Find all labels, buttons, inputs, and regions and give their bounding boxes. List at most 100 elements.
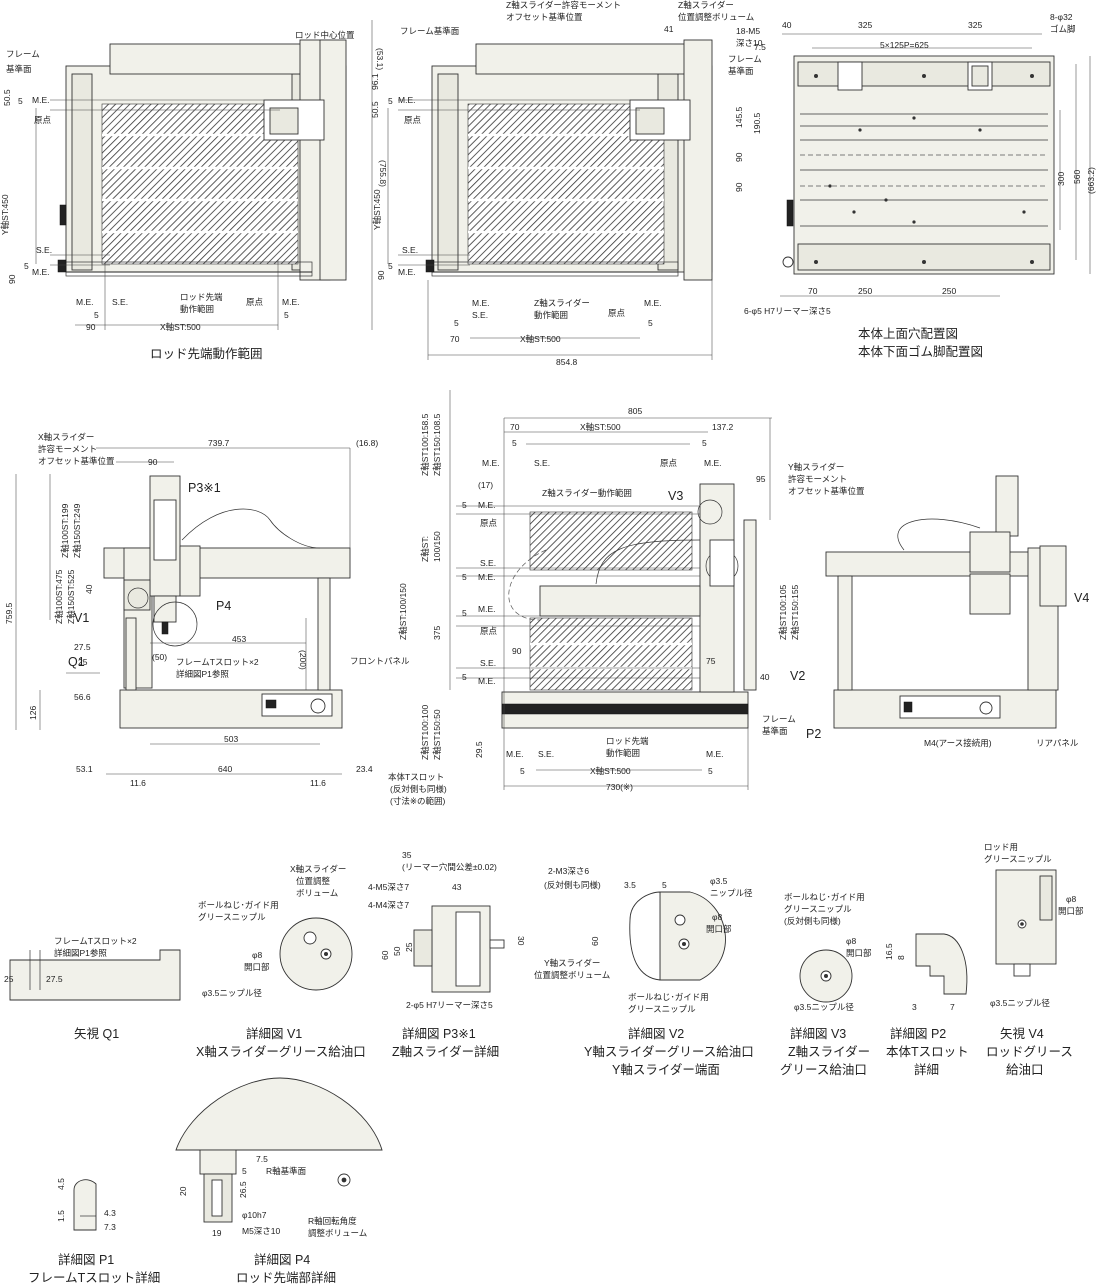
v3-nip-2: グリースニップル (784, 904, 852, 914)
v3-phi8-2: 開口部 (846, 948, 872, 958)
v3-phi35: φ3.5ニップル径 (794, 1002, 854, 1012)
dim-739-7: 739.7 (208, 438, 230, 448)
p1-dim-1-5: 1.5 (56, 1210, 66, 1222)
m5-label: 18-M5 (736, 26, 760, 36)
dim-375: 375 (432, 626, 442, 640)
dim-640: 640 (218, 764, 232, 774)
z100-top: Z軸ST100:158.5 (420, 413, 430, 476)
caption-p1-a: 詳細図 P1 (58, 1252, 114, 1267)
z-vol-label-2: 位置調整ボリューム (678, 12, 754, 22)
dim-90-front: 90 (512, 646, 522, 656)
v2-vol: Y軸スライダー (544, 958, 600, 968)
detail-p1: 4.5 1.5 4.3 7.3 詳細図 P1 フレームTスロット詳細 (28, 1178, 160, 1285)
v4-phi35: φ3.5ニップル径 (990, 998, 1050, 1008)
z-range-mid-2: 動作範囲 (534, 310, 568, 320)
dim-755-8: (755.8) (378, 160, 388, 187)
frame-front-2: 基準面 (762, 726, 788, 736)
dim-16-8: (16.8) (356, 438, 378, 448)
rod-tip-label: ロッド先端 (180, 292, 223, 302)
z150-b: Z軸ST150:50 (432, 709, 442, 760)
me2-label: M.E. (32, 267, 49, 277)
p3-dim-25: 25 (404, 942, 414, 952)
body-slot-label-3: (寸法※の範囲) (390, 796, 445, 806)
me-b-mid: M.E. (472, 298, 489, 308)
dim-90b-r: 90 (734, 182, 744, 192)
caption-p4-a: 詳細図 P4 (254, 1252, 310, 1267)
se3-front: S.E. (480, 658, 496, 668)
origin-mid: 原点 (404, 115, 422, 125)
dim-5b: 5 (24, 261, 29, 271)
p4-dim-20: 20 (178, 1186, 188, 1196)
v1-callout: V1 (74, 611, 89, 625)
p4-dim-7-5: 7.5 (256, 1154, 268, 1164)
p2-callout: P2 (806, 727, 821, 741)
pitch-label: 5×125P=625 (880, 40, 929, 50)
v2-m3-2: (反対側も同様) (544, 880, 601, 890)
me-c-mid: M.E. (644, 298, 661, 308)
dim-5f-front: 5 (462, 672, 467, 682)
caption-p3-b: Z軸スライダー詳細 (392, 1044, 499, 1059)
dim-5-mid: 5 (388, 96, 393, 106)
me3-front: M.E. (478, 500, 495, 510)
dim-5d: 5 (284, 310, 289, 320)
detail-v3: ボールねじ･ガイド用 グリースニップル (反対側も同様) φ8 開口部 φ3.5… (780, 892, 872, 1077)
frame-ref-mid: フレーム基準面 (400, 26, 460, 36)
me-c-label: M.E. (282, 297, 299, 307)
x-moment-label-2: 許容モーメント (38, 444, 97, 454)
p3-dim-35: 35 (402, 850, 412, 860)
z-vol-label: Z軸スライダー (678, 0, 734, 10)
v2-dim-60: 60 (590, 936, 600, 946)
dim-5h-front: 5 (708, 766, 713, 776)
detail-p2: 16.5 8 3 7 詳細図 P2 本体Tスロット 詳細 (884, 933, 969, 1077)
p3-dim-43: 43 (452, 882, 462, 892)
caption-p2-c: 詳細 (914, 1062, 939, 1077)
rod-tip-label-2: 動作範囲 (180, 304, 214, 314)
dim-5c-front: 5 (462, 500, 467, 510)
dim-5d-mid: 5 (648, 318, 653, 328)
dim-27-5: 27.5 (74, 642, 91, 652)
v2-dim-5: 5 (662, 880, 667, 890)
rod-front-2: 動作範囲 (606, 748, 640, 758)
zst-label-2: 100/150 (432, 531, 442, 562)
dim-300: 300 (1056, 172, 1066, 186)
se-front: S.E. (534, 458, 550, 468)
dim-70-mid: 70 (450, 334, 460, 344)
p2-dim-8: 8 (896, 955, 906, 960)
x-stroke-mid: X軸ST:500 (520, 334, 561, 344)
rod-center-label: ロッド中心位置 (295, 30, 355, 40)
caption-v2-b: Y軸スライダーグリース給油口 (584, 1044, 754, 1059)
caption-p2-a: 詳細図 P2 (890, 1026, 946, 1041)
p2-dim-7: 7 (950, 1002, 955, 1012)
detail-p3: 35 (リーマー穴間公差±0.02) 4-M5深さ7 4-M4深さ7 43 60… (368, 850, 526, 1059)
v2-phi8-2: 開口部 (706, 924, 732, 934)
p4-phi10: φ10h7 (242, 1210, 267, 1220)
v3-nip-3: (反対側も同様) (784, 916, 841, 926)
caption-v1-a: 詳細図 V1 (246, 1026, 302, 1041)
caption-q1: 矢視 Q1 (74, 1026, 119, 1041)
z100-label: Z軸100ST:199 (60, 503, 70, 558)
p1-dim-7-3: 7.3 (104, 1222, 116, 1232)
caption-v2-c: Y軸スライダー端面 (612, 1062, 720, 1077)
dim-40-side: 40 (84, 584, 94, 594)
dim-96-1: 96.1 (370, 73, 380, 90)
p2-dim-3: 3 (912, 1002, 917, 1012)
v3-phi8: φ8 (846, 936, 857, 946)
caption-v3-a: 詳細図 V3 (790, 1026, 846, 1041)
dim-325a: 325 (858, 20, 872, 30)
p4-vol-2: 調整ボリューム (308, 1228, 367, 1238)
caption-v4-a: 矢視 V4 (1000, 1026, 1044, 1041)
z-moment-label: Z軸スライダー許容モーメント (506, 0, 621, 10)
caption-rubber-feet: 本体下面ゴム脚配置図 (858, 344, 983, 359)
p1-dim-4-3: 4.3 (104, 1208, 116, 1218)
frame-ref-label-2: 基準面 (6, 64, 32, 74)
dim-560: 560 (1072, 170, 1082, 184)
p3-callout: P3※1 (188, 481, 221, 495)
body-slot-label-2: (反対側も同様) (390, 784, 447, 794)
z150-r: Z軸ST150:155 (790, 584, 800, 640)
rear-view-right: V4 P2 M4(アース接続用) リアパネル (806, 475, 1089, 748)
top-middle-view: フレーム基準面 Z軸スライダー許容モーメント オフセット基準位置 Z軸スライダー… (370, 0, 754, 367)
dim-90-side: 90 (148, 457, 158, 467)
dim-90-mid: 90 (376, 270, 386, 280)
v1-vol-2: 位置調整 (296, 876, 331, 886)
front-view-center: Z軸ST100:158.5 Z軸ST150:108.5 805 70 X軸ST:… (388, 390, 865, 806)
